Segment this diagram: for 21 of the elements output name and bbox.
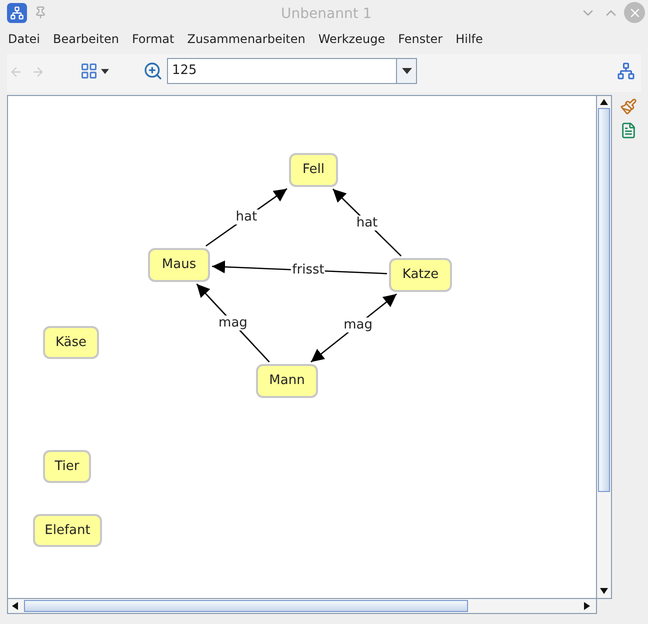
concept-box: Katze [389, 258, 452, 292]
menu-item: Zusammenarbeiten [187, 31, 306, 48]
menu-item: Bearbeiten [53, 31, 119, 48]
concept-box: Maus [148, 248, 210, 282]
arrow [332, 188, 402, 256]
menu-item: Format [132, 31, 174, 48]
concept-box: Fell [289, 153, 338, 187]
edge-label: hat [234, 210, 258, 225]
concept-box: Mann [256, 364, 318, 398]
concept-box: Elefant [33, 514, 102, 547]
concept-box: Käse [43, 326, 99, 359]
edge-label: mag [342, 317, 374, 332]
concept-box: Tier [43, 450, 91, 483]
menu-item: Datei [8, 31, 40, 48]
menu-item: Fenster [398, 31, 443, 48]
zoom-combo-box: 125 [167, 58, 417, 84]
edge-label: mag [218, 316, 248, 330]
window-title: Unbenannt 1 [281, 5, 372, 24]
menu-item: Hilfe [456, 31, 483, 48]
edge-label: hat [355, 215, 379, 230]
menu-item: Werkzeuge [318, 31, 386, 48]
